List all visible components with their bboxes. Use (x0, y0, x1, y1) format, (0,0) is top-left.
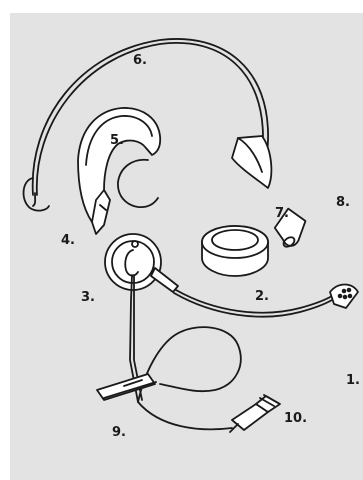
quick-disconnect-plug-part (230, 395, 280, 432)
callout-label-7: 7. (275, 207, 289, 221)
callout-label-2: 2. (255, 290, 269, 304)
callout-label-4: 4. (61, 234, 75, 248)
microphone-boom-part (174, 290, 332, 317)
receiver-part (105, 234, 178, 292)
callout-label-10: 10. (284, 412, 307, 426)
callout-label-6: 6. (133, 54, 147, 68)
callout-label-9: 9. (112, 426, 126, 440)
callout-label-5: 5. (110, 134, 124, 148)
ear-cushion-part (202, 226, 268, 276)
callout-label-8: 8. (336, 196, 350, 210)
callout-label-3: 3. (81, 291, 95, 305)
clothing-clip-part (97, 374, 156, 400)
microphone-tip-part (330, 285, 358, 309)
ear-hook-part (78, 108, 160, 234)
callout-label-1: 1. (346, 374, 360, 388)
